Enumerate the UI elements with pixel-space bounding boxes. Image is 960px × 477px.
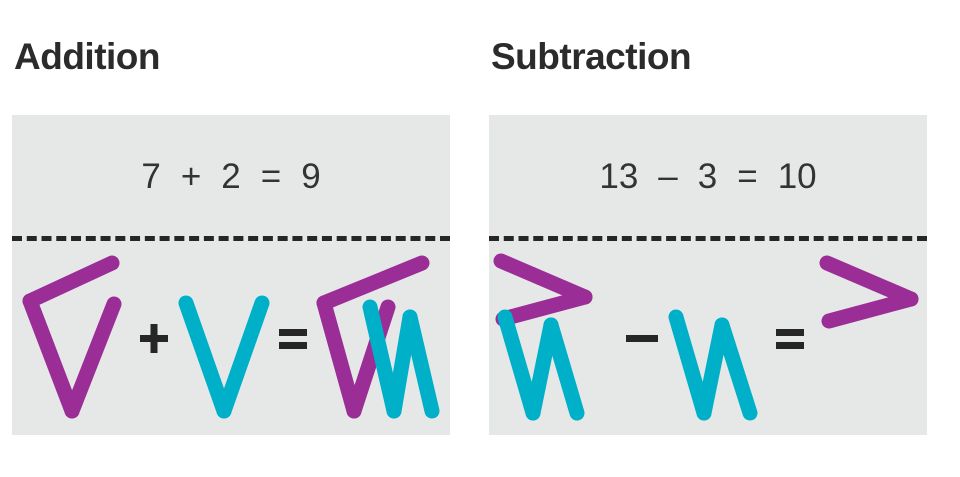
panel-body-subtraction: 13 – 3 = 10 bbox=[489, 115, 927, 435]
glyph-nine-svg bbox=[316, 255, 440, 419]
panel-body-addition: 7 + 2 = 9 bbox=[12, 115, 450, 435]
glyph-seven-svg bbox=[22, 255, 122, 419]
glyph-thirteen-svg bbox=[493, 253, 593, 421]
glyph-operator-minus bbox=[623, 318, 661, 358]
glyph-seven bbox=[12, 241, 137, 435]
numeric-left-operand: 7 bbox=[141, 157, 161, 196]
numeric-operator-minus: – bbox=[658, 157, 678, 196]
glyph-two bbox=[172, 241, 276, 435]
glyph-ten bbox=[815, 241, 927, 435]
cyan-v-right-stroke bbox=[216, 295, 270, 419]
cyan-w-stroke-1 bbox=[668, 309, 712, 421]
purple-chevron-upper-stroke bbox=[493, 253, 593, 305]
panel-divider-subtraction bbox=[489, 236, 927, 241]
numeric-result: 10 bbox=[777, 157, 817, 196]
numeric-left-operand: 13 bbox=[599, 157, 639, 196]
glyph-equals-sign bbox=[276, 318, 310, 358]
cyan-w-stroke-3 bbox=[543, 317, 585, 421]
minus-icon bbox=[625, 335, 658, 342]
cyan-w-stroke-1 bbox=[497, 309, 541, 421]
cyan-v-left-stroke bbox=[178, 295, 232, 419]
numeric-equals-sign: = bbox=[737, 157, 758, 196]
purple-v-right-stroke bbox=[346, 299, 396, 419]
panel-title-addition: Addition bbox=[14, 36, 161, 77]
panel-title-subtraction: Subtraction bbox=[491, 36, 692, 77]
purple-v-right-stroke bbox=[64, 296, 122, 419]
cyan-w-stroke-3 bbox=[402, 309, 440, 419]
purple-chevron-lower-stroke bbox=[821, 291, 919, 329]
purple-top-bar-stroke bbox=[316, 255, 430, 311]
numeric-equation-subtraction: 13 – 3 = 10 bbox=[489, 115, 927, 238]
numeric-equals-sign: = bbox=[260, 157, 282, 196]
numeric-right-operand: 2 bbox=[221, 157, 241, 196]
glyph-operator-plus bbox=[137, 318, 171, 358]
glyph-three bbox=[662, 241, 768, 435]
numeric-result: 9 bbox=[301, 157, 321, 196]
numeric-equation-addition: 7 + 2 = 9 bbox=[12, 115, 450, 238]
glyph-three-svg bbox=[668, 309, 758, 421]
glyph-two-svg bbox=[178, 295, 270, 419]
purple-v-left-stroke bbox=[316, 295, 362, 419]
cyan-w-stroke-3 bbox=[714, 317, 758, 421]
purple-top-bar-stroke bbox=[22, 255, 120, 309]
glyph-ten-svg bbox=[819, 255, 919, 329]
equals-icon bbox=[775, 329, 804, 349]
numeric-operator-plus: + bbox=[180, 157, 202, 196]
glyph-nine bbox=[310, 241, 450, 435]
glyph-equals-sign bbox=[773, 318, 807, 358]
glyph-thirteen bbox=[489, 241, 621, 435]
panel-divider-addition bbox=[12, 236, 450, 241]
purple-chevron-lower-stroke bbox=[495, 289, 593, 327]
purple-v-left-stroke bbox=[22, 293, 80, 419]
glyph-equation-addition bbox=[12, 241, 450, 435]
plus-icon bbox=[140, 324, 169, 353]
purple-chevron-upper-stroke bbox=[819, 255, 919, 307]
glyph-equation-subtraction bbox=[489, 241, 927, 435]
numeric-right-operand: 3 bbox=[697, 157, 718, 196]
equals-icon bbox=[278, 329, 307, 349]
